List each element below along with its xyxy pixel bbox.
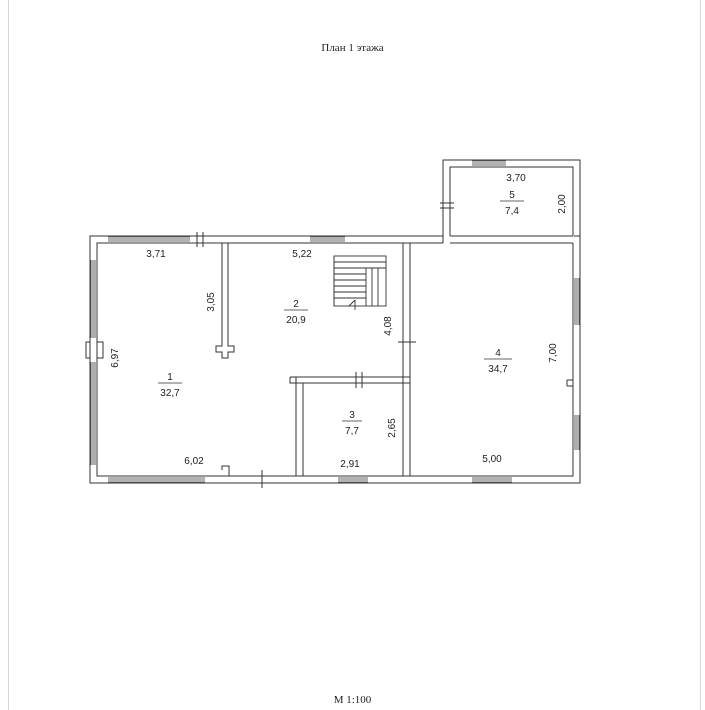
dim-room5-right: 2,00 bbox=[557, 194, 568, 214]
windows bbox=[90, 160, 580, 483]
inner-walls bbox=[215, 243, 411, 476]
room-4-number: 4 bbox=[495, 348, 501, 359]
drawing-sheet bbox=[8, 0, 701, 710]
room-3-number: 3 bbox=[349, 410, 355, 421]
scale-label: М 1:100 bbox=[333, 694, 372, 706]
room-1-number: 1 bbox=[167, 372, 173, 383]
dim-room3-right: 2,65 bbox=[387, 418, 398, 438]
staircase bbox=[333, 255, 387, 310]
room-1-area: 32,7 bbox=[160, 388, 180, 399]
dimension-labels: 3,71 3,05 6,97 6,02 5,22 4,08 2,65 2,91 … bbox=[110, 173, 568, 470]
dim-room3-bottom: 2,91 bbox=[340, 459, 360, 470]
dim-room5-top: 3,70 bbox=[506, 173, 526, 184]
dim-room1-bottom: 6,02 bbox=[184, 456, 204, 467]
dim-room1-left: 6,97 bbox=[110, 348, 121, 368]
room-3-area: 7,7 bbox=[345, 426, 359, 437]
dim-room2-top: 5,22 bbox=[292, 249, 312, 260]
dim-room4-right: 7,00 bbox=[548, 343, 559, 363]
dim-room2-right: 4,08 bbox=[383, 316, 394, 336]
room-labels: 1 32,7 2 20,9 3 7,7 4 34,7 5 7,4 bbox=[158, 190, 524, 437]
outer-walls bbox=[89, 159, 581, 484]
room-4-area: 34,7 bbox=[488, 364, 508, 375]
dim-stub-wall: 3,05 bbox=[206, 292, 217, 312]
room-2-number: 2 bbox=[293, 299, 299, 310]
door-marks bbox=[85, 202, 573, 488]
room-2-area: 20,9 bbox=[286, 315, 306, 326]
room-5-number: 5 bbox=[509, 190, 515, 201]
dim-room4-bottom: 5,00 bbox=[482, 454, 502, 465]
room-5-area: 7,4 bbox=[505, 206, 519, 217]
plan-title: План 1 этажа bbox=[321, 42, 384, 54]
dim-room1-top: 3,71 bbox=[146, 249, 166, 260]
